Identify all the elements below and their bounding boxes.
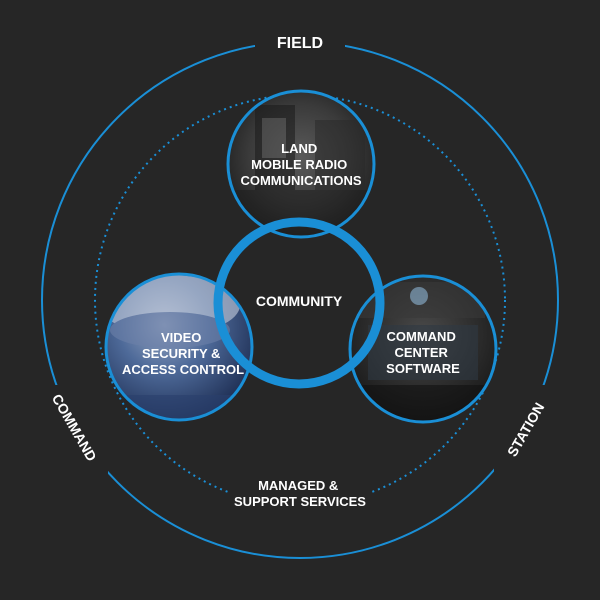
command-label-line2: CENTER: [394, 345, 448, 360]
ring-label-line1: MANAGED &: [258, 478, 338, 493]
inner-dotted-ring: [94, 94, 506, 506]
community-label: COMMUNITY: [256, 293, 343, 309]
command-label-line1: COMMAND: [387, 329, 456, 344]
svg-text:MANAGED & SUPPORT SERVICES: MANAGED & SUPPORT SERVICES: [234, 478, 366, 509]
video-label-line3: ACCESS CONTROL: [122, 362, 244, 377]
video-label-line1: VIDEO: [161, 330, 201, 345]
field-label: FIELD: [277, 35, 323, 52]
community-ring: [213, 217, 385, 389]
node-command: COMMAND CENTER SOFTWARE: [348, 274, 498, 424]
svg-text:VIDEO SECURITY & A: VIDEO SECURITY & ACCESS CONTROL: [122, 330, 244, 377]
svg-text:COMMAND CENTER SOF: COMMAND CENTER SOFTWARE: [386, 329, 460, 376]
radio-label-line1: LAND: [281, 141, 317, 156]
svg-text:LAND MOBILE RADIO: LAND MOBILE RADIO COMMUNICATIONS: [240, 141, 361, 188]
video-label-line2: SECURITY &: [142, 346, 221, 361]
command-label-line3: SOFTWARE: [386, 361, 460, 376]
radio-label-line2: MOBILE RADIO: [251, 157, 347, 172]
ring-label-line2: SUPPORT SERVICES: [234, 494, 366, 509]
radio-label-line3: COMMUNICATIONS: [240, 173, 361, 188]
